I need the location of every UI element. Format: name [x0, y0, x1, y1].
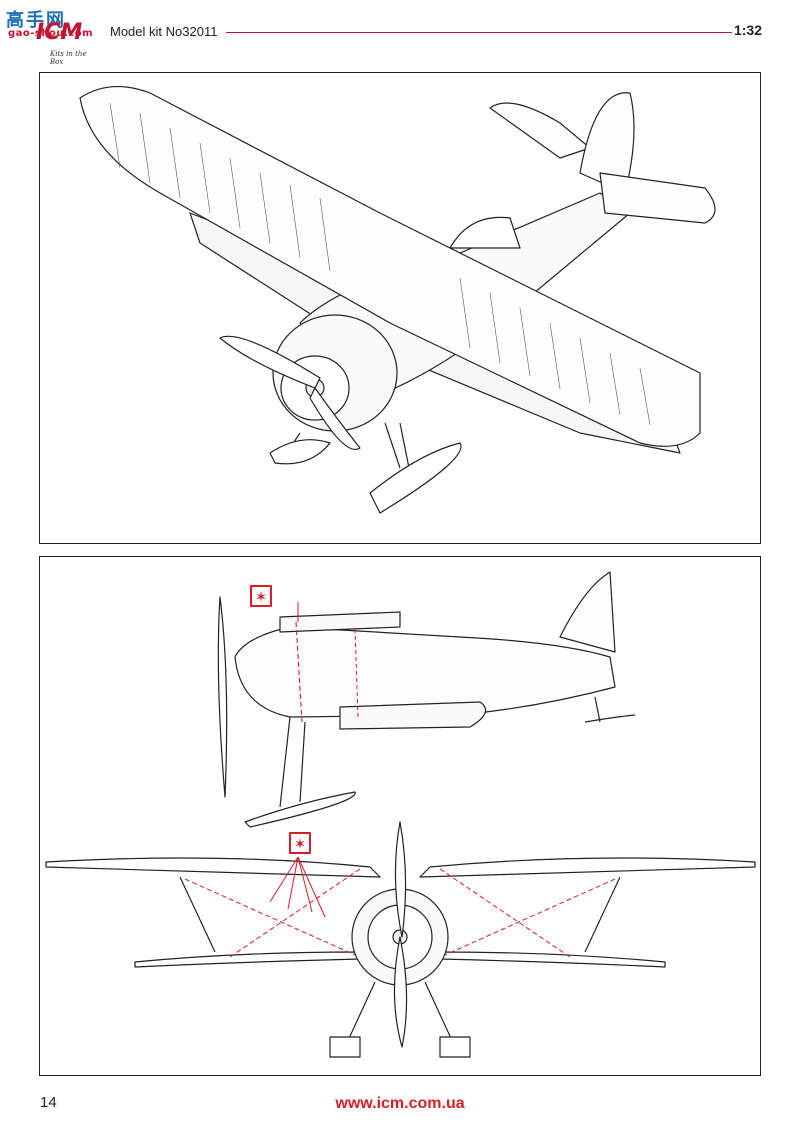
rigging-diagram-panel: ✶	[39, 556, 761, 1076]
logo-site-text: gao-shou.com	[8, 28, 94, 39]
perspective-view-panel	[39, 72, 761, 544]
rigging-marker-side-symbol: ✶	[255, 588, 268, 606]
logo-brand-text: ICM	[36, 20, 83, 45]
page-number: 14	[40, 1094, 57, 1111]
rigging-marker-front	[289, 832, 311, 854]
scale-label: 1:32	[733, 22, 762, 38]
front-view	[45, 821, 756, 1058]
logo-chinese-text: 高手网	[6, 10, 66, 31]
kit-title: Model kit No32011	[110, 24, 218, 39]
rigging-marker-side	[250, 585, 272, 607]
header-divider	[226, 32, 732, 33]
logo-tagline: Kits in the Box	[50, 50, 87, 66]
rigging-marker-front-symbol: ✶	[294, 835, 307, 853]
perspective-airplane-drawing	[79, 85, 716, 514]
rigging-drawing: ✶	[45, 571, 756, 1058]
website-link[interactable]: www.icm.com.ua	[335, 1095, 465, 1112]
icm-logo: 高手网 gao-shou.com ICM Kits in the Box	[6, 6, 100, 66]
side-view	[217, 571, 636, 828]
